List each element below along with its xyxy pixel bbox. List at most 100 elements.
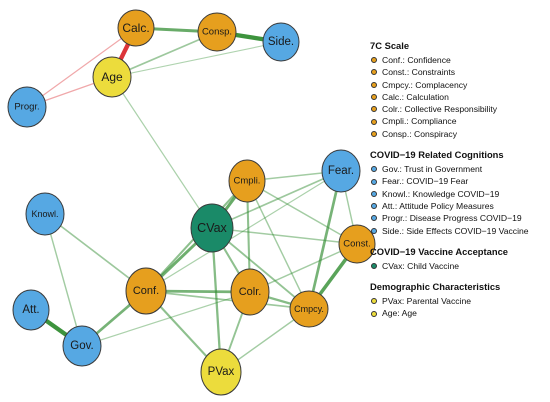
node-label: Cmpli.: [234, 176, 261, 187]
legend-item: PVax: Parental Vaccine: [370, 295, 548, 307]
legend-item: Side.: Side Effects COVID−19 Vaccine: [370, 225, 548, 237]
node-label: Const.: [343, 239, 370, 250]
edge-fear-cmpcy: [307, 169, 343, 311]
orange-dot-icon: [371, 57, 377, 64]
node-const: Const.: [338, 224, 376, 264]
edge-cmpli-cmpcy: [246, 180, 310, 310]
node-label: Progr.: [14, 102, 39, 113]
node-pvax-icon: [200, 348, 242, 396]
blue-dot-icon: [371, 190, 377, 197]
node-label: Fear.: [328, 165, 354, 177]
legend-item-label: Gov.: Trust in Government: [382, 164, 483, 175]
orange-dot-icon: [371, 130, 377, 137]
green-dot-icon: [371, 263, 377, 269]
node-side: Side.: [262, 22, 300, 62]
node-conf: Conf.: [125, 267, 167, 315]
node-calc: Calc.: [117, 9, 155, 47]
edge-fear-conf: [145, 170, 342, 292]
legend-item-label: Side.: Side Effects COVID−19 Vaccine: [382, 225, 529, 236]
legend-item-label: Consp.: Conspiracy: [382, 128, 457, 139]
legend-item-label: Progr.: Disease Progress COVID−19: [382, 213, 522, 224]
orange-dot-icon: [371, 81, 377, 88]
node-pvax: PVax: [200, 348, 242, 396]
blue-dot-icon: [371, 203, 377, 210]
node-cmpcy: Cmpcy.: [289, 290, 329, 328]
blue-dot-icon: [371, 166, 377, 173]
legend-item-label: Conf.: Confidence: [382, 55, 451, 65]
edge-age-cvax: [111, 76, 213, 229]
legend-item-label: Fear.: COVID−19 Fear: [382, 176, 469, 187]
legend-item-label: Cmpli.: Compliance: [382, 116, 457, 127]
node-progr-icon: [7, 86, 47, 128]
legend-item: CVax: Child Vaccine: [370, 260, 548, 272]
node-cvax-icon: [190, 203, 234, 253]
orange-dot-icon: [371, 118, 377, 125]
node-label: Colr.: [239, 286, 262, 298]
legend-item: Fear.: COVID−19 Fear: [370, 175, 548, 187]
node-side-icon: [262, 22, 300, 62]
legend-item-label: Att.: Attitude Policy Measures: [382, 200, 494, 211]
node-label: Att.: [22, 304, 39, 316]
edge-cvax-fear: [211, 170, 342, 229]
legend-item: Progr.: Disease Progress COVID−19: [370, 212, 548, 224]
legend-title-demographic: Demographic Characteristics: [370, 281, 501, 293]
node-fear-icon: [321, 149, 361, 193]
node-gov-icon: [62, 325, 102, 367]
legend-title-acceptance: COVID−19 Vaccine Acceptance: [370, 245, 509, 257]
node-calc-icon: [117, 9, 155, 47]
node-consp: Consp.: [197, 12, 237, 52]
node-knowl: Knowl.: [25, 192, 65, 236]
legend-item: Gov.: Trust in Government: [370, 163, 548, 175]
node-knowl-icon: [25, 192, 65, 236]
legend-item: Conf.: Confidence: [370, 54, 548, 66]
orange-dot-icon: [371, 106, 377, 113]
node-label: PVax: [208, 366, 235, 378]
node-colr-icon: [230, 268, 270, 316]
node-const-icon: [338, 224, 376, 264]
legend-item-label: Calc.: Calculation: [382, 91, 449, 102]
legend-group-cognitions: COVID−19 Related Cognitions Gov.: Trust …: [370, 149, 548, 237]
node-consp-icon: [197, 12, 237, 52]
legend-item-label: Age: Age: [382, 308, 417, 319]
legend-item: Const.: Constraints: [370, 66, 548, 78]
legend-item-label: Knowl.: Knowledge COVID−19: [382, 188, 500, 199]
node-cmpli-icon: [228, 159, 266, 203]
legend-item: Age: Age: [370, 307, 548, 319]
legend-item: Cmpli.: Compliance: [370, 115, 548, 127]
node-label: Age: [101, 70, 123, 84]
node-fear: Fear.: [321, 149, 361, 193]
legend-item-label: Const.: Constraints: [382, 67, 456, 78]
blue-dot-icon: [371, 227, 377, 234]
legend-item: Cmpcy.: Complacency: [370, 79, 548, 91]
node-cmpcy-icon: [289, 290, 329, 328]
edge-knowl-gov: [44, 213, 83, 347]
orange-dot-icon: [371, 94, 377, 101]
node-label: Knowl.: [31, 209, 58, 219]
legend-item: Att.: Attitude Policy Measures: [370, 200, 548, 212]
edge-gov-colr: [81, 291, 251, 347]
node-label: CVax: [197, 221, 227, 235]
blue-dot-icon: [371, 215, 377, 222]
legend-title-cognitions: COVID−19 Related Cognitions: [370, 149, 504, 161]
edge-cvax-const: [211, 227, 358, 245]
node-age: Age: [92, 56, 132, 98]
legend-group-acceptance: COVID−19 Vaccine Acceptance CVax: Child …: [370, 246, 548, 272]
legend-title-7c: 7C Scale: [370, 40, 410, 51]
edge-conf-cmpcy: [145, 290, 310, 310]
node-colr: Colr.: [230, 268, 270, 316]
yellow-dot-icon: [371, 298, 377, 305]
node-conf-icon: [125, 267, 167, 315]
legend-group-demographic: Demographic Characteristics PVax: Parent…: [370, 281, 548, 320]
legend-item-label: Cmpcy.: Complacency: [382, 79, 468, 90]
node-cmpli: Cmpli.: [228, 159, 266, 203]
edge-age-side: [111, 41, 282, 78]
node-att: Att.: [12, 289, 50, 331]
node-label: Cmpcy.: [294, 304, 324, 314]
node-label: Gov.: [70, 340, 93, 352]
node-cvax: CVax: [190, 203, 234, 253]
blue-dot-icon: [371, 178, 377, 185]
node-label: Conf.: [133, 285, 159, 297]
legend-item: Knowl.: Knowledge COVID−19: [370, 188, 548, 200]
edge-calc-progr: [26, 27, 137, 108]
